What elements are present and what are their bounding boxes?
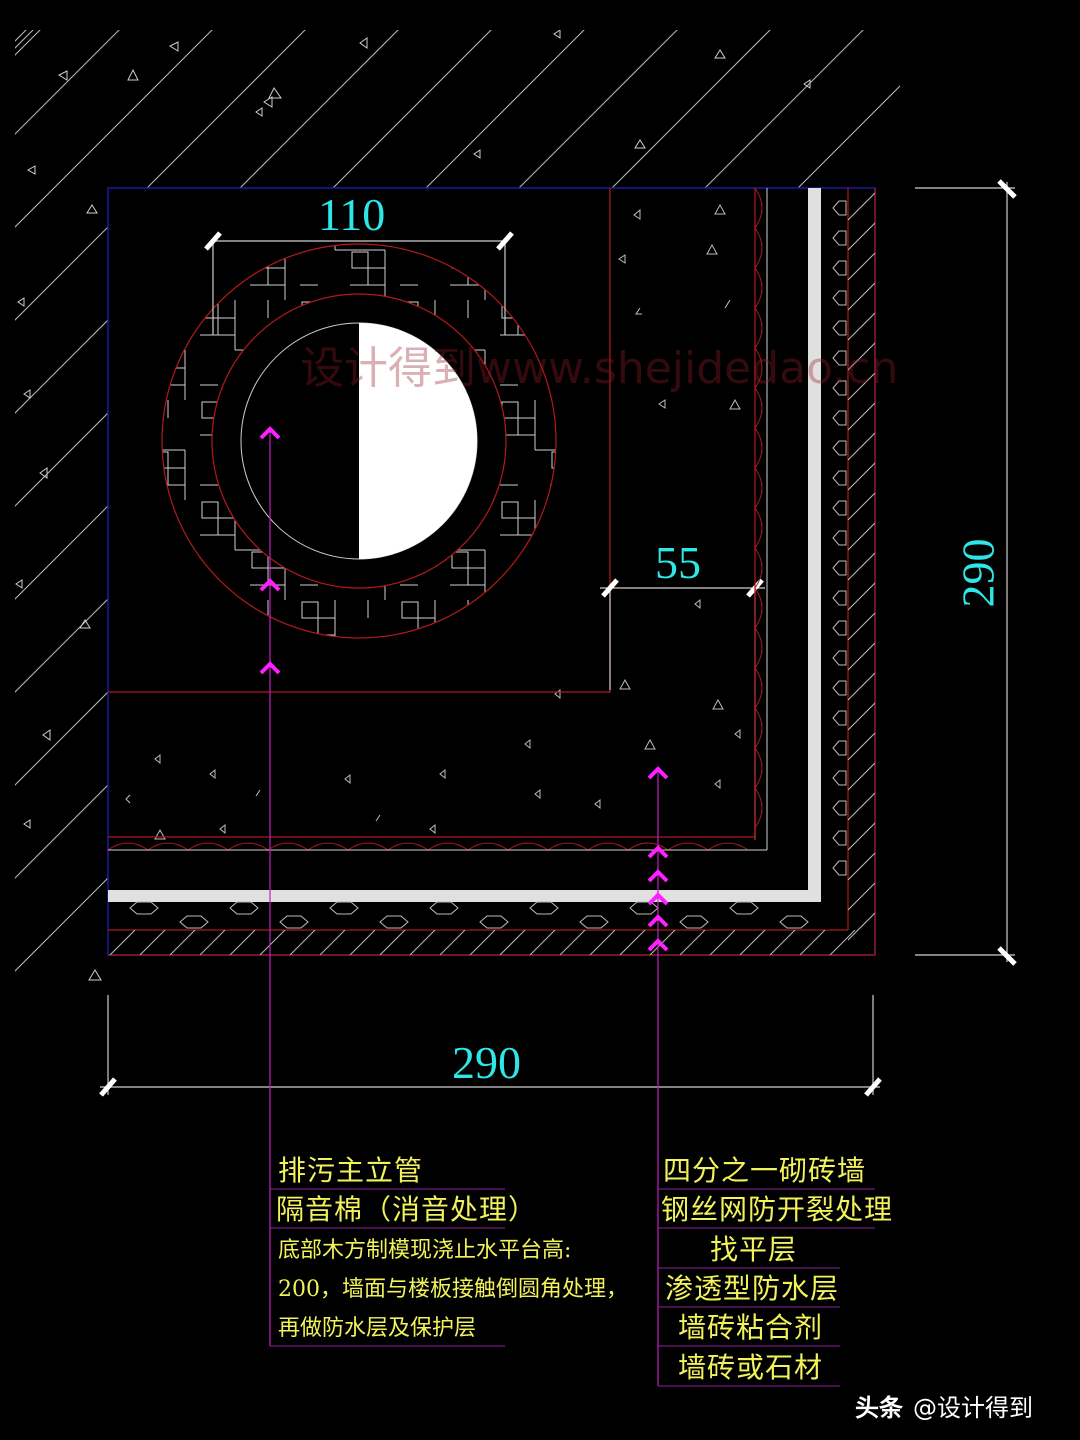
bottom-floor-layers — [107, 836, 875, 956]
label-steel-mesh: 钢丝网防开裂处理 — [661, 1193, 894, 1226]
watermark: 设计得到www.shejidedao.cn — [300, 343, 899, 394]
leader-line-right — [647, 766, 875, 1387]
dimension-110 — [204, 231, 514, 335]
dimension-290-horizontal — [99, 995, 882, 1097]
right-wall-layers — [754, 187, 876, 955]
dimension-text-55: 55 — [655, 537, 701, 588]
dimension-290-vertical — [915, 179, 1017, 966]
fill-concrete-marks — [125, 203, 741, 840]
label-brick-wall: 四分之一砌砖墙 — [663, 1154, 867, 1187]
credit-brand: 头条 — [855, 1394, 903, 1422]
label-sewer-riser: 排污主立管 — [278, 1154, 424, 1187]
dimension-text-290-horizontal: 290 — [452, 1037, 521, 1088]
label-platform-note-2: 200，墙面与楼板接触倒圆角处理， — [278, 1277, 628, 1302]
label-platform-note-1: 底部木方制模现浇止水平台高: — [278, 1238, 572, 1263]
sewer-pipe-icon — [240, 322, 478, 560]
label-tile-or-stone: 墙砖或石材 — [678, 1351, 824, 1384]
label-waterproof-layer: 渗透型防水层 — [665, 1272, 840, 1305]
label-leveling-layer: 找平层 — [710, 1233, 798, 1266]
dimension-text-290-vertical: 290 — [952, 538, 1004, 608]
label-platform-note-3: 再做防水层及保护层 — [278, 1316, 477, 1341]
credit-handle: @设计得到 — [913, 1394, 1033, 1422]
source-credit: 头条 @设计得到 — [855, 1388, 1033, 1423]
label-acoustic-insulation: 隔音棉（消音处理） — [276, 1193, 538, 1226]
dimension-text-110: 110 — [318, 189, 386, 240]
leader-line-left — [259, 426, 505, 1347]
label-tile-adhesive: 墙砖粘合剂 — [678, 1311, 824, 1344]
